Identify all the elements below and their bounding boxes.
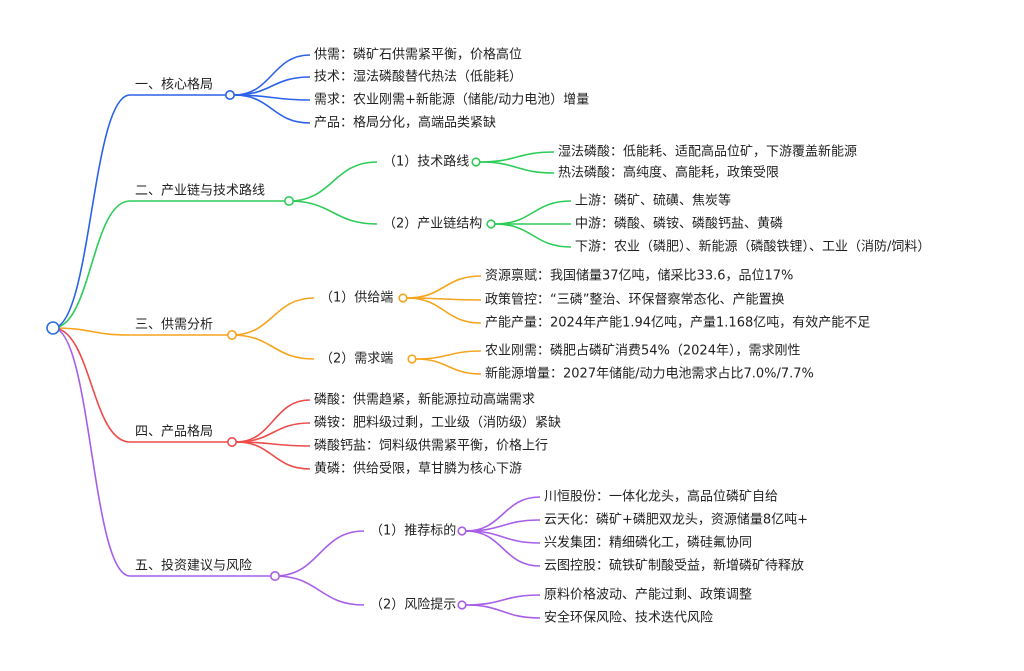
leaf-label: 云图控股：硫铁矿制酸受益，新增磷矿待释放 xyxy=(544,558,804,574)
leaf-label: 黄磷：供给受限，草甘膦为核心下游 xyxy=(314,462,522,477)
leaf-label: 农业刚需：磷肥占磷矿消费54%（2024年），需求刚性 xyxy=(485,344,800,359)
branch-label: 二、产业链与技术路线 xyxy=(135,183,265,199)
edge-root-branch xyxy=(52,200,131,329)
leaf-label: 上游：磷矿、硫磺、焦炭等 xyxy=(575,193,731,209)
branch-node[interactable] xyxy=(283,196,294,207)
leaf-label: 资源禀赋：我国储量37亿吨，储采比33.6，品位17% xyxy=(485,268,793,284)
edge-root-branch xyxy=(52,327,131,443)
edge-leaf xyxy=(479,161,555,174)
leaf-label: 磷酸钙盐：饲料级供需紧平衡，价格上行 xyxy=(314,438,548,454)
mindmap-edges xyxy=(52,54,572,619)
edge-leaf xyxy=(233,54,311,96)
edge-branch-group xyxy=(231,334,315,360)
branch-node[interactable] xyxy=(227,329,238,340)
group-node[interactable] xyxy=(398,293,408,303)
group-label: （1）技术路线 xyxy=(383,154,469,170)
group-label: （1）供给端 xyxy=(320,291,393,306)
edge-leaf xyxy=(494,200,572,225)
leaf-label: 中游：磷酸、磷铵、磷酸钙盐、黄磷 xyxy=(575,217,783,232)
branch-label: 五、投资建议与风险 xyxy=(135,558,252,574)
group-label: （1）推荐标的 xyxy=(370,523,456,539)
edge-leaf xyxy=(415,350,482,360)
edge-leaf xyxy=(233,76,311,96)
edge-leaf xyxy=(479,151,555,163)
root-node[interactable] xyxy=(46,321,60,335)
edge-root-branch xyxy=(52,94,131,329)
group-node[interactable] xyxy=(486,219,496,229)
edge-leaf xyxy=(494,223,572,248)
branch-label: 一、核心格局 xyxy=(135,77,213,93)
edge-leaf xyxy=(233,94,311,124)
edge-leaf xyxy=(465,496,541,532)
group-node[interactable] xyxy=(457,600,467,610)
leaf-label: 热法磷酸：高纯度、高能耗，政策受限 xyxy=(558,165,779,181)
group-label: （2）风险提示 xyxy=(370,597,456,613)
edge-leaf xyxy=(235,422,311,443)
leaf-label: 技术：湿法磷酸替代热法（低能耗） xyxy=(314,70,522,85)
leaf-label: 磷铵：肥料级过剩，工业级（消防级）紧缺 xyxy=(314,415,561,431)
leaf-label: 政策管控：“三磷”整治、环保督察常态化、产能置换 xyxy=(485,292,784,308)
edge-branch-group xyxy=(231,297,315,336)
branch-node[interactable] xyxy=(269,570,280,581)
edge-root-branch xyxy=(52,327,131,336)
leaf-label: 新能源增量：2027年储能/动力电池需求占比7.0%/7.7% xyxy=(485,366,814,382)
edge-leaf xyxy=(235,441,311,470)
branch-label: 三、供需分析 xyxy=(135,318,213,333)
branch-node[interactable] xyxy=(227,436,238,447)
leaf-label: 兴发集团：精细磷化工，磷硅氟协同 xyxy=(544,535,752,551)
group-label: （2）需求端 xyxy=(320,352,393,367)
edge-leaf xyxy=(465,594,541,606)
leaf-label: 湿法磷酸：低能耗、适配高品位矿，下游覆盖新能源 xyxy=(558,144,857,160)
edge-root-branch xyxy=(52,327,131,577)
leaf-label: 安全环保风险、技术迭代风险 xyxy=(544,610,713,626)
leaf-label: 产能产量：2024年产能1.94亿吨，产量1.168亿吨，有效产能不足 xyxy=(485,316,870,331)
leaf-label: 需求：农业刚需+新能源（储能/动力电池）增量 xyxy=(314,92,589,108)
branch-label: 四、产品格局 xyxy=(135,424,213,440)
group-node[interactable] xyxy=(471,157,481,167)
group-label: （2）产业链结构 xyxy=(383,217,482,232)
leaf-label: 供需：磷矿石供需紧平衡，价格高位 xyxy=(314,47,522,63)
leaf-label: 产品：格局分化，高端品类紧缺 xyxy=(314,115,496,131)
edge-leaf xyxy=(415,358,482,375)
edge-branch-group xyxy=(274,575,365,606)
leaf-label: 云天化：磷矿+磷肥双龙头，资源储量8亿吨+ xyxy=(544,513,808,528)
edge-leaf xyxy=(406,275,482,299)
edge-leaf xyxy=(235,399,311,443)
leaf-label: 磷酸：供需趋紧，新能源拉动高端需求 xyxy=(314,392,535,408)
edge-leaf xyxy=(465,604,541,619)
edge-branch-group xyxy=(274,530,365,577)
leaf-label: 原料价格波动、产能过剩、政策调整 xyxy=(544,587,752,603)
edge-leaf xyxy=(406,297,482,324)
group-node[interactable] xyxy=(407,354,417,364)
leaf-label: 下游：农业（磷肥）、新能源（磷酸铁锂）、工业（消防/饲料） xyxy=(575,239,930,255)
leaf-label: 川恒股份：一体化龙头，高品位磷矿自给 xyxy=(544,489,778,505)
edge-branch-group xyxy=(288,161,378,202)
branch-node[interactable] xyxy=(225,90,236,101)
edge-leaf xyxy=(465,530,541,567)
edge-branch-group xyxy=(288,200,378,225)
group-node[interactable] xyxy=(457,526,467,536)
